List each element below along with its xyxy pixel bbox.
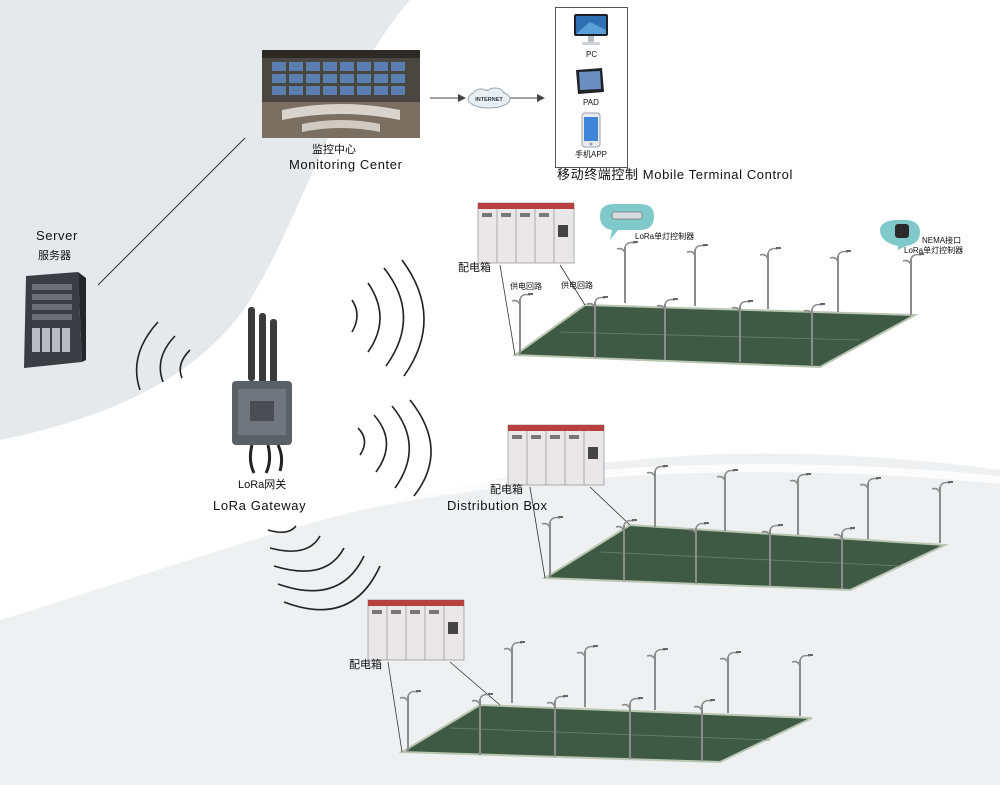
nema-controller-bubble — [880, 220, 920, 250]
supply-loop-label-2: 供电回路 — [561, 281, 593, 290]
lora-controller-bubble — [600, 204, 654, 240]
pc-icon — [574, 14, 608, 45]
pad-icon — [576, 68, 604, 94]
supply-loop-label-1: 供电回路 — [510, 282, 542, 291]
lighting-field-3 — [367, 599, 814, 764]
distribution-box-label-1: 配电箱 — [458, 262, 491, 274]
wireless-waves-bottom — [267, 525, 381, 611]
monitoring-center-image — [262, 50, 420, 138]
wireless-waves-middle — [357, 399, 432, 497]
distribution-box-label-en: Distribution Box — [447, 498, 548, 513]
server-icon — [24, 272, 86, 368]
lighting-field-1 — [477, 202, 925, 369]
gateway-label-en: LoRa Gateway — [213, 498, 307, 513]
mobile-terminal-control-label: 移动终端控制 Mobile Terminal Control — [557, 167, 793, 182]
wireless-waves-server — [135, 321, 191, 391]
server-label-en: Server — [36, 228, 78, 243]
lora-single-controller-label: LoRa单灯控制器 — [635, 232, 695, 241]
wireless-waves-top — [351, 259, 425, 377]
distribution-box-label-3: 配电箱 — [349, 659, 382, 671]
phone-app-icon — [581, 112, 601, 148]
gateway-label-cn: LoRa网关 — [238, 479, 287, 491]
distribution-box-label-2: 配电箱 — [490, 484, 523, 496]
nema-label-line2: LoRa单灯控制器 — [904, 246, 964, 255]
lighting-field-2 — [507, 424, 954, 592]
lora-gateway-icon — [232, 307, 292, 474]
pad-label: PAD — [583, 98, 599, 107]
monitoring-center-label-en: Monitoring Center — [289, 157, 403, 172]
phone-app-label: 手机APP — [575, 150, 608, 159]
internet-cloud-icon: INTERNET — [467, 87, 511, 109]
server-label-cn: 服务器 — [38, 250, 71, 262]
internet-label: INTERNET — [475, 97, 503, 103]
pc-label: PC — [586, 50, 598, 59]
monitoring-center-label-cn: 监控中心 — [312, 144, 356, 156]
nema-label-line1: NEMA接口 — [922, 236, 962, 245]
